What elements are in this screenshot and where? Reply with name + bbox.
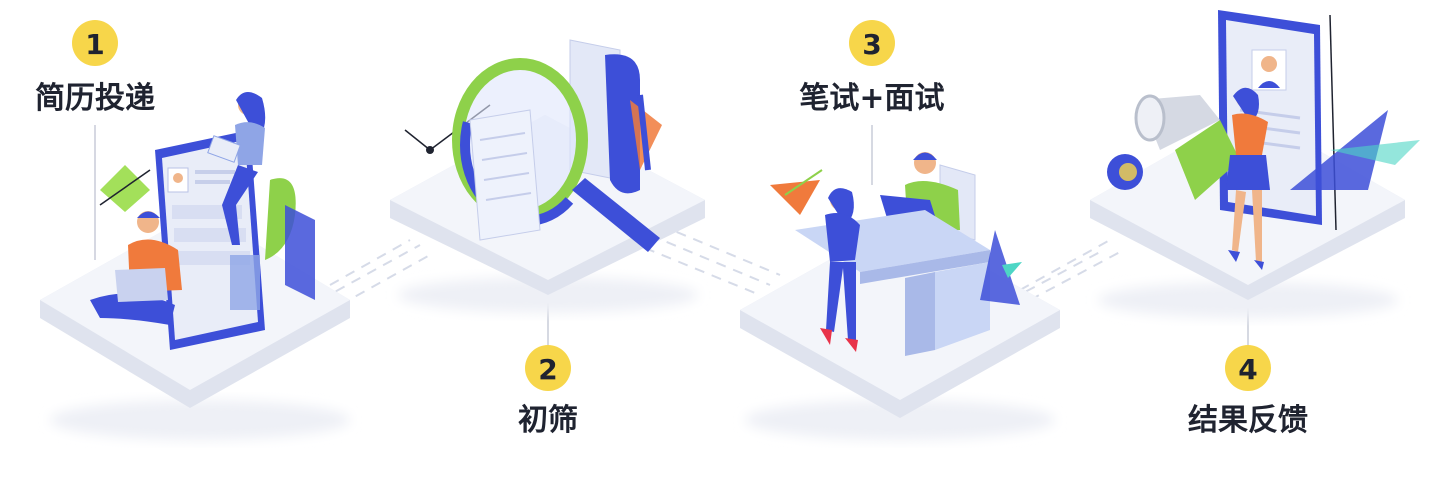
step-badge-4: 4 [1225,345,1271,391]
step-label-4: 结果反馈 [1188,403,1308,438]
step-badge-2: 2 [525,345,571,391]
decor-shapes-1 [99,165,315,310]
person-sitting-laptop-1 [90,211,182,325]
connector-3-4 [1009,239,1121,301]
step-number-1: 1 [85,28,104,61]
person-woman-tablet-1 [207,91,266,245]
step-label-3: 笔试+面试 [799,81,944,116]
step-label-2: 初筛 [518,403,578,438]
step-number-4: 4 [1238,353,1257,386]
step-badge-1: 1 [72,20,118,66]
connector-2-3 [644,224,781,296]
interview-illustration-3 [770,152,1022,356]
step-label-1: 简历投递 [35,81,155,116]
connector-1-2 [319,239,431,306]
step-number-2: 2 [538,353,557,386]
step-badge-3: 3 [849,20,895,66]
feedback-illustration-4 [1107,10,1420,270]
magnifier-illustration-2 [404,39,662,252]
step-number-3: 3 [862,28,881,61]
